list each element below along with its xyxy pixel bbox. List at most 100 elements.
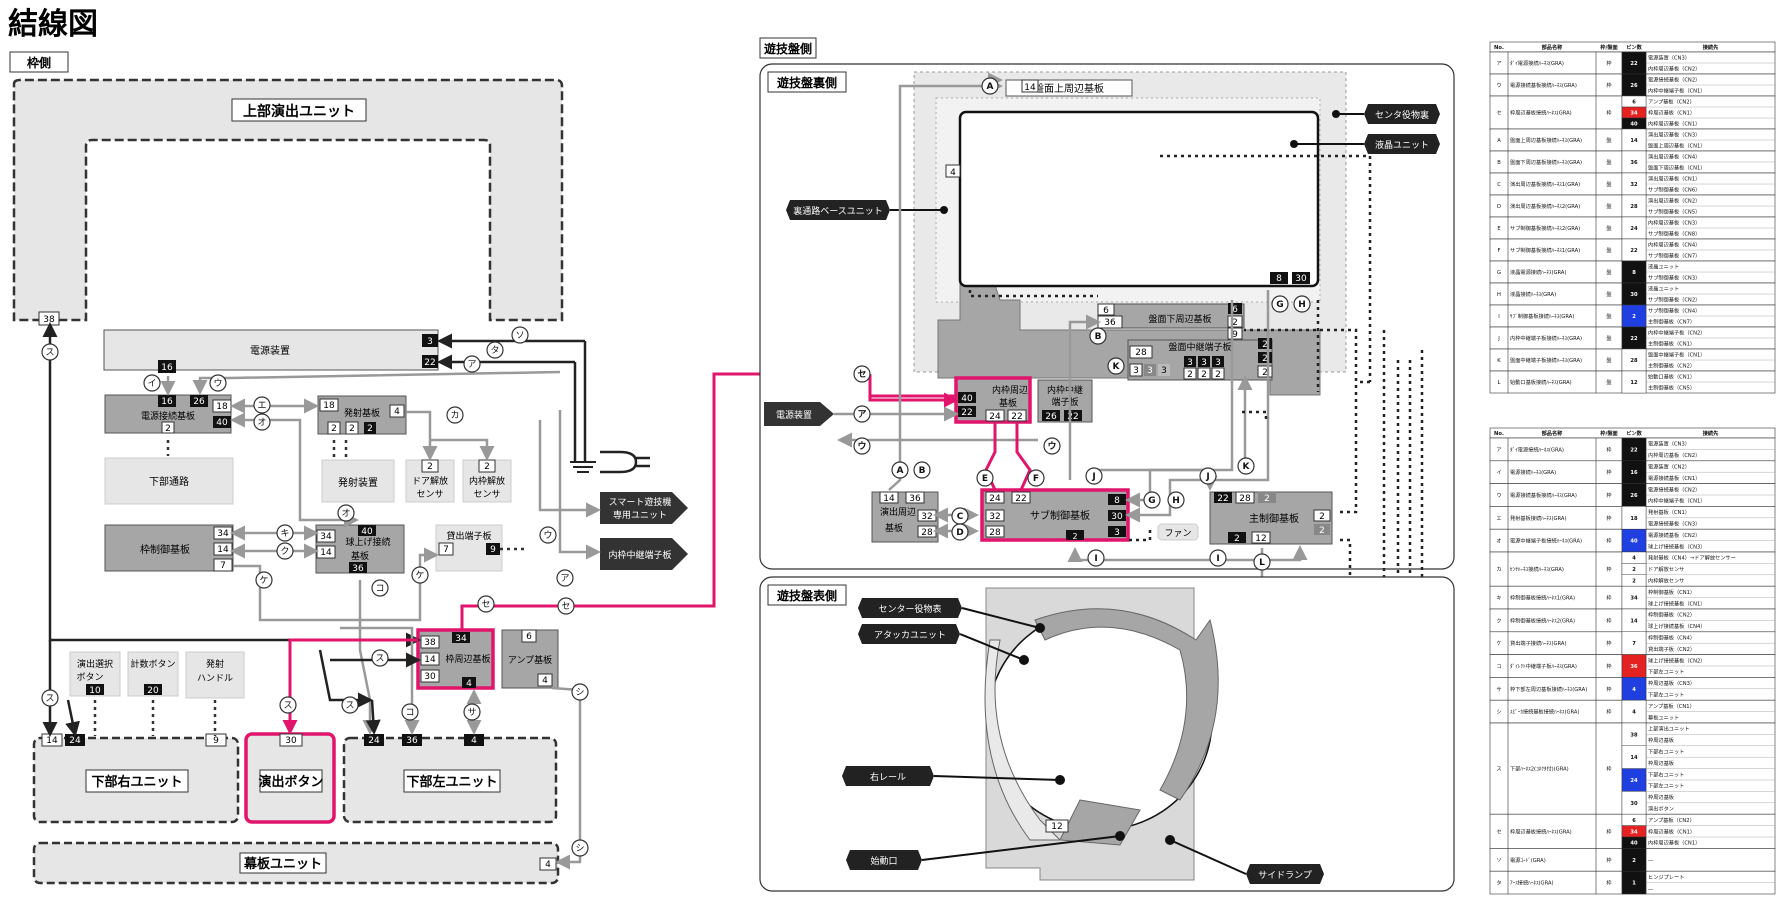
svg-text:盤: 盤 <box>1606 246 1611 254</box>
svg-text:22: 22 <box>1067 412 1078 422</box>
table-header: 部品名称 <box>1542 43 1564 51</box>
svg-text:14: 14 <box>1024 83 1036 93</box>
svg-text:盤面下周辺基板接続ﾊｰﾈｽ(GRA): 盤面下周辺基板接続ﾊｰﾈｽ(GRA) <box>1510 158 1582 166</box>
svg-text:2: 2 <box>349 424 355 434</box>
svg-text:電源接続基板接続ﾊｰﾈｽ(GRA): 電源接続基板接続ﾊｰﾈｽ(GRA) <box>1510 81 1577 89</box>
svg-text:ケ: ケ <box>259 575 268 586</box>
svg-text:6: 6 <box>1103 306 1109 316</box>
svg-text:2: 2 <box>1234 534 1240 544</box>
svg-text:シ: シ <box>575 844 584 854</box>
svg-text:演出周辺基板接続ﾊｰﾈｽ1(GRA): 演出周辺基板接続ﾊｰﾈｽ1(GRA) <box>1510 180 1580 188</box>
svg-text:2: 2 <box>1264 494 1270 504</box>
svg-text:J: J <box>1091 472 1095 482</box>
svg-text:始動口基板接続ﾊｰﾈｽ(GRA): 始動口基板接続ﾊｰﾈｽ(GRA) <box>1510 378 1572 386</box>
svg-text:ウ: ウ <box>1047 441 1056 452</box>
svg-text:40: 40 <box>361 527 373 537</box>
svg-text:枠制御基板接続ﾊｰﾈｽ2(GRA): 枠制御基板接続ﾊｰﾈｽ2(GRA) <box>1510 616 1575 624</box>
svg-text:エ: エ <box>1496 515 1501 522</box>
inner-relay-l1: 内枠中継 <box>1047 384 1083 396</box>
section-board-side: 遊技盤側 <box>764 41 812 56</box>
svg-text:ｾﾝｻﾊｰﾈｽ接続ﾊｰﾈｽ(GRA): ｾﾝｻﾊｰﾈｽ接続ﾊｰﾈｽ(GRA) <box>1510 565 1564 573</box>
effect-button: 演出ボタン <box>258 774 323 790</box>
svg-text:ウ: ウ <box>857 441 866 452</box>
svg-text:28: 28 <box>1239 494 1251 504</box>
svg-text:28: 28 <box>1630 204 1638 210</box>
svg-text:4: 4 <box>466 679 472 689</box>
svg-text:6: 6 <box>1632 818 1636 824</box>
svg-text:枠: 枠 <box>1606 856 1611 864</box>
svg-text:枠: 枠 <box>1606 765 1611 773</box>
svg-text:液晶接続ﾊｰﾈｽ(GRA): 液晶接続ﾊｰﾈｽ(GRA) <box>1510 290 1556 298</box>
table-header: ピン数 <box>1626 429 1642 437</box>
svg-text:34: 34 <box>455 634 467 644</box>
svg-text:40: 40 <box>1630 122 1638 128</box>
board-relay-terminal: 盤面中継端子板 <box>1168 341 1231 353</box>
svg-text:8: 8 <box>1632 270 1636 276</box>
svg-text:オ: オ <box>1496 538 1501 545</box>
svg-text:40: 40 <box>1630 841 1638 847</box>
svg-text:電源接続基板（CN2）: 電源接続基板（CN2） <box>1648 531 1700 539</box>
svg-text:3: 3 <box>1147 366 1153 376</box>
inner-frame-sensor-l2: センサ <box>473 489 500 500</box>
svg-text:32: 32 <box>921 512 932 522</box>
svg-text:2: 2 <box>1262 368 1268 378</box>
svg-text:3: 3 <box>427 337 433 347</box>
svg-text:カ: カ <box>450 410 459 421</box>
svg-text:枠下部左周辺基板接続ﾊｰﾈｽ(GRA): 枠下部左周辺基板接続ﾊｰﾈｽ(GRA) <box>1510 685 1587 693</box>
svg-text:A: A <box>897 466 904 476</box>
svg-text:32: 32 <box>1630 182 1638 188</box>
svg-text:イ: イ <box>1496 470 1501 476</box>
svg-text:E: E <box>1497 226 1500 232</box>
svg-text:内枠周辺基板（CN2）: 内枠周辺基板（CN2） <box>1648 451 1700 459</box>
svg-text:34: 34 <box>1630 111 1638 117</box>
center-back-label: センタ役物裏 <box>1375 109 1429 121</box>
svg-text:盤面上周辺基板（CN1）: 盤面上周辺基板（CN1） <box>1648 142 1706 150</box>
table-header: 枠/盤面 <box>1599 43 1617 51</box>
svg-text:40: 40 <box>216 418 228 428</box>
svg-text:ｱｰｽ接続ﾊｰﾈｽ(GRA): ｱｰｽ接続ﾊｰﾈｽ(GRA) <box>1510 879 1554 887</box>
svg-text:主制御基板（CN5）: 主制御基板（CN5） <box>1648 384 1695 392</box>
svg-text:4: 4 <box>545 860 551 870</box>
table-header: No. <box>1494 45 1504 51</box>
svg-text:ア: ア <box>1496 60 1501 67</box>
firing-handle-l1: 発射 <box>206 658 224 670</box>
svg-text:枠: 枠 <box>1606 879 1611 887</box>
svg-text:枠: 枠 <box>1606 514 1611 522</box>
svg-text:枠周辺基板: 枠周辺基板 <box>1648 759 1675 767</box>
svg-text:盤: 盤 <box>1606 268 1611 276</box>
svg-text:内枠中継端子板（CN1）: 内枠中継端子板（CN1） <box>1648 497 1706 505</box>
inner-periph-l2: 基板 <box>999 397 1017 409</box>
power-device-2: 電源装置 <box>776 409 812 421</box>
svg-text:サ: サ <box>1496 686 1501 693</box>
svg-text:電源装置（CN3）: 電源装置（CN3） <box>1648 440 1690 448</box>
attacker-label: アタッカユニット <box>874 630 946 641</box>
svg-text:ヒンジプレート: ヒンジプレート <box>1648 874 1684 881</box>
side-lamp-label: サイドランプ <box>1258 870 1312 881</box>
svg-text:6: 6 <box>1232 305 1238 315</box>
svg-text:22: 22 <box>424 358 435 368</box>
amp-board: アンプ基板 <box>508 654 552 666</box>
svg-text:タ: タ <box>490 345 499 356</box>
svg-text:4: 4 <box>471 736 477 746</box>
svg-text:コ: コ <box>405 708 414 718</box>
svg-text:液晶ユニット: 液晶ユニット <box>1648 285 1679 293</box>
svg-text:発射基板（CN4）→ドア解放センサー: 発射基板（CN4）→ドア解放センサー <box>1648 554 1736 562</box>
svg-text:演出周辺基板（CN4）: 演出周辺基板（CN4） <box>1648 153 1700 161</box>
svg-text:盤: 盤 <box>1606 202 1611 210</box>
sub-control-board: サブ制御基板 <box>1030 509 1090 522</box>
svg-text:枠: 枠 <box>1606 827 1611 835</box>
svg-text:発射基板接続ﾊｰﾈｽ(GRA): 発射基板接続ﾊｰﾈｽ(GRA) <box>1510 514 1567 522</box>
svg-text:球上げ接続基板（CN3）: 球上げ接続基板（CN3） <box>1648 542 1706 550</box>
svg-text:14: 14 <box>46 736 58 746</box>
table-row: カｾﾝｻﾊｰﾈｽ接続ﾊｰﾈｽ(GRA)枠422発射基板（CN4）→ドア解放センサ… <box>1489 551 1776 587</box>
